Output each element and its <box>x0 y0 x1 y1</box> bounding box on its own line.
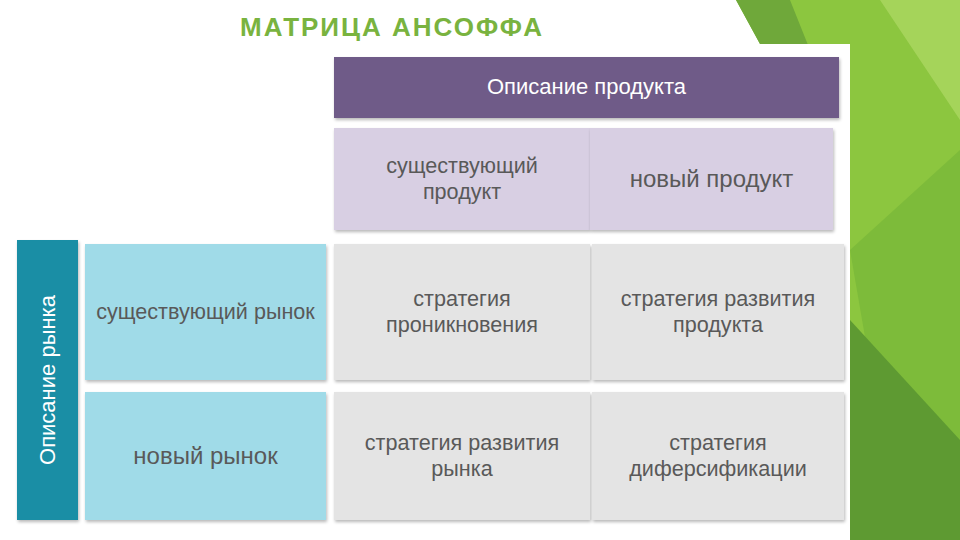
node-label: стратегия развития рынка <box>339 430 585 482</box>
rotated-label: Описание рынка <box>34 295 60 465</box>
white-panel <box>0 44 850 540</box>
node-label: новый продукт <box>622 165 802 194</box>
green-stripe <box>850 150 960 540</box>
row-header-band: Описание рынка <box>17 240 78 520</box>
column-header: существующий продукт <box>334 128 590 230</box>
header-band: Описание продукта <box>334 57 839 118</box>
green-stripe <box>880 0 960 120</box>
node-label: стратегия проникновения <box>339 286 585 338</box>
diagram-title: МАТРИЦА АНСОФФА <box>240 12 544 43</box>
node-label: новый рынок <box>125 442 285 471</box>
strategy-cell: стратегия развития рынка <box>334 392 590 520</box>
strategy-cell: стратегия диферсификации <box>592 392 844 520</box>
column-header: новый продукт <box>590 128 833 230</box>
row-header: существующий рынок <box>85 244 326 380</box>
node-label: существующий продукт <box>339 153 585 205</box>
row-header: новый рынок <box>85 392 326 520</box>
node-label: Описание продукта <box>479 74 694 100</box>
node-label: существующий рынок <box>88 299 323 325</box>
node-label: стратегия развития продукта <box>597 286 839 338</box>
strategy-cell: стратегия развития продукта <box>592 244 844 380</box>
strategy-cell: стратегия проникновения <box>334 244 590 380</box>
green-stripe <box>850 320 960 540</box>
node-label: стратегия диферсификации <box>597 430 839 482</box>
